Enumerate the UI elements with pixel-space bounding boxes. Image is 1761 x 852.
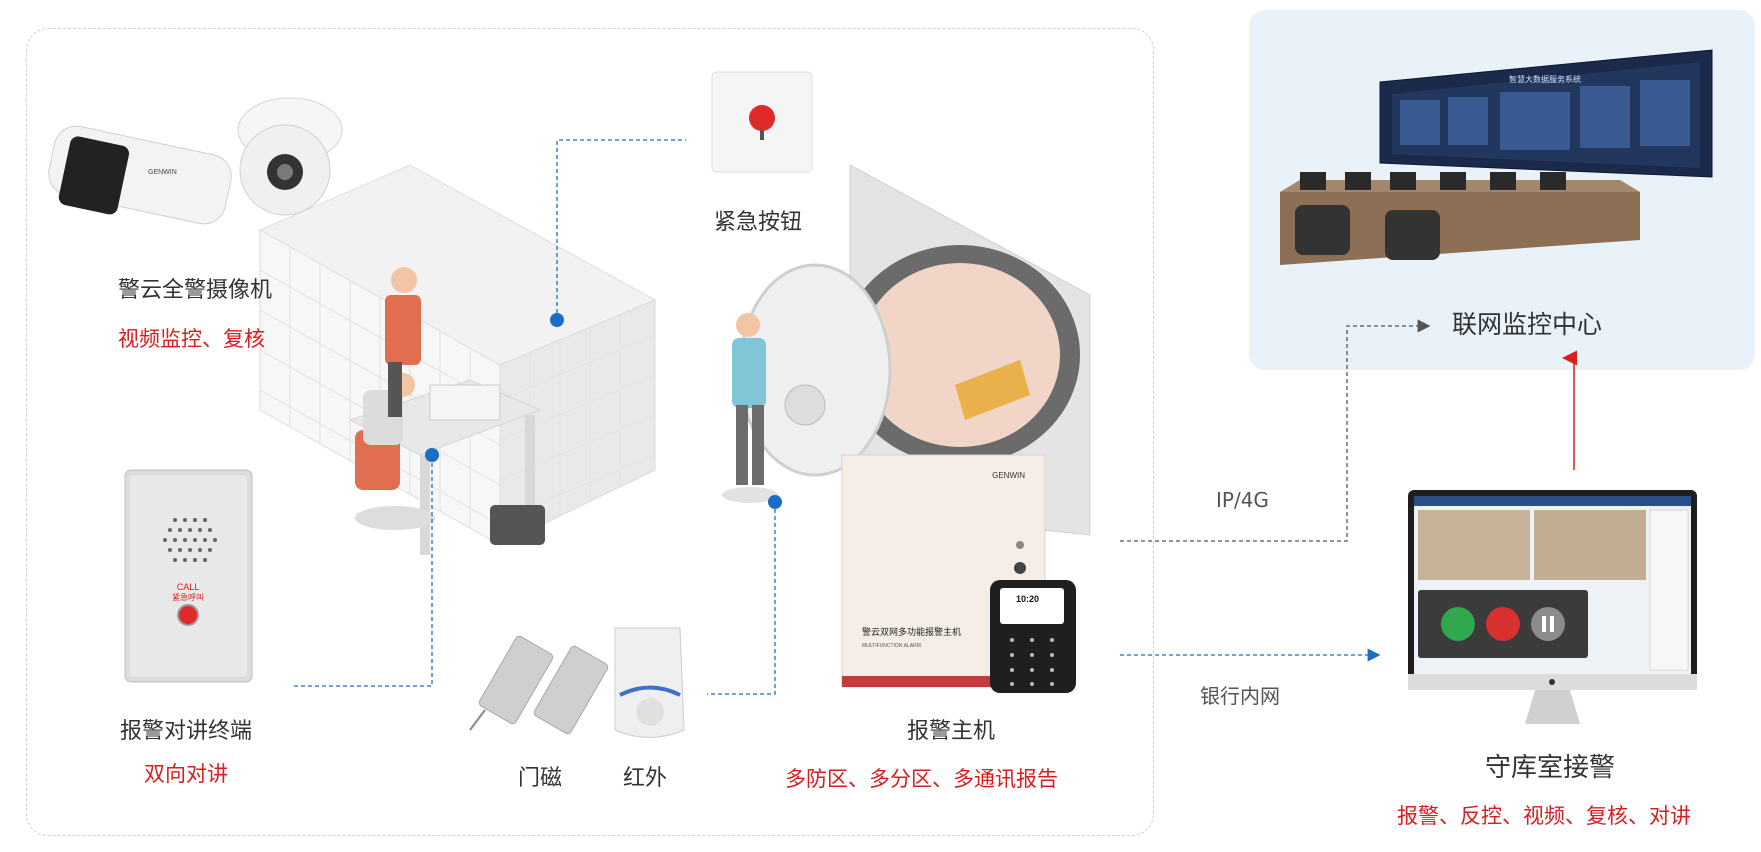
onsite-scene-frame (26, 28, 1154, 836)
sensor-connectors (292, 139, 776, 695)
ip4g-label: IP/4G (1216, 488, 1269, 512)
alarm-host-illustration: GENWIN 警云双网多功能报警主机 MULTIFUNCTION ALARM 1… (841, 454, 1076, 693)
vault-room-subtitle: 报警、反控、视频、复核、对讲 (1397, 804, 1691, 828)
intercom-subtitle: 双向对讲 (144, 762, 228, 786)
vault-door (738, 164, 1091, 536)
ip4g-link (1120, 319, 1431, 542)
camera-subtitle: 视频监控、复核 (118, 327, 265, 351)
alarm-host-title: 报警主机 (907, 719, 996, 744)
teller-desk-scene (348, 267, 545, 555)
intercom-title: 报警对讲终端 (120, 719, 253, 744)
intercom-illustration: CALL 紧急呼叫 (124, 469, 253, 683)
intercom-call-text-cn: 紧急呼叫 (172, 592, 204, 602)
alarm-host-panel-text-en: MULTIFUNCTION ALARM (862, 643, 921, 649)
alarm-host-subtitle: 多防区、多分区、多通讯报告 (785, 767, 1058, 791)
door-contact-illustration (469, 635, 609, 735)
panic-button-illustration (711, 71, 813, 173)
alarm-host-panel-text: 警云双网多功能报警主机 (862, 626, 961, 638)
vault-room-title: 守库室接警 (1485, 753, 1616, 783)
camera-illustration: GENWIN (48, 97, 343, 225)
camera-brand: GENWIN (148, 169, 177, 176)
security-guard (722, 313, 778, 503)
bank-intranet-label: 银行内网 (1200, 684, 1280, 708)
alarm-host-brand: GENWIN (992, 471, 1025, 480)
infrared-detector-illustration (614, 627, 685, 738)
sensor-connector-nodes (425, 313, 782, 509)
safe-deposit-lockers (258, 164, 657, 546)
video-wall-title: 智慧大数据服务系统 (1509, 74, 1581, 84)
door-contact-title: 门磁 (518, 766, 563, 791)
vault-room-monitor-illustration (1408, 490, 1697, 724)
camera-title: 警云全警摄像机 (118, 278, 273, 303)
intercom-call-text: CALL (177, 582, 200, 592)
monitor-center-illustration: 智慧大数据服务系统 (1280, 49, 1713, 265)
infrared-title: 红外 (623, 766, 668, 791)
monitor-center-title: 联网监控中心 (1452, 310, 1603, 339)
keypad-time: 10:20 (1016, 594, 1039, 604)
panic-button-title: 紧急按钮 (714, 210, 803, 235)
